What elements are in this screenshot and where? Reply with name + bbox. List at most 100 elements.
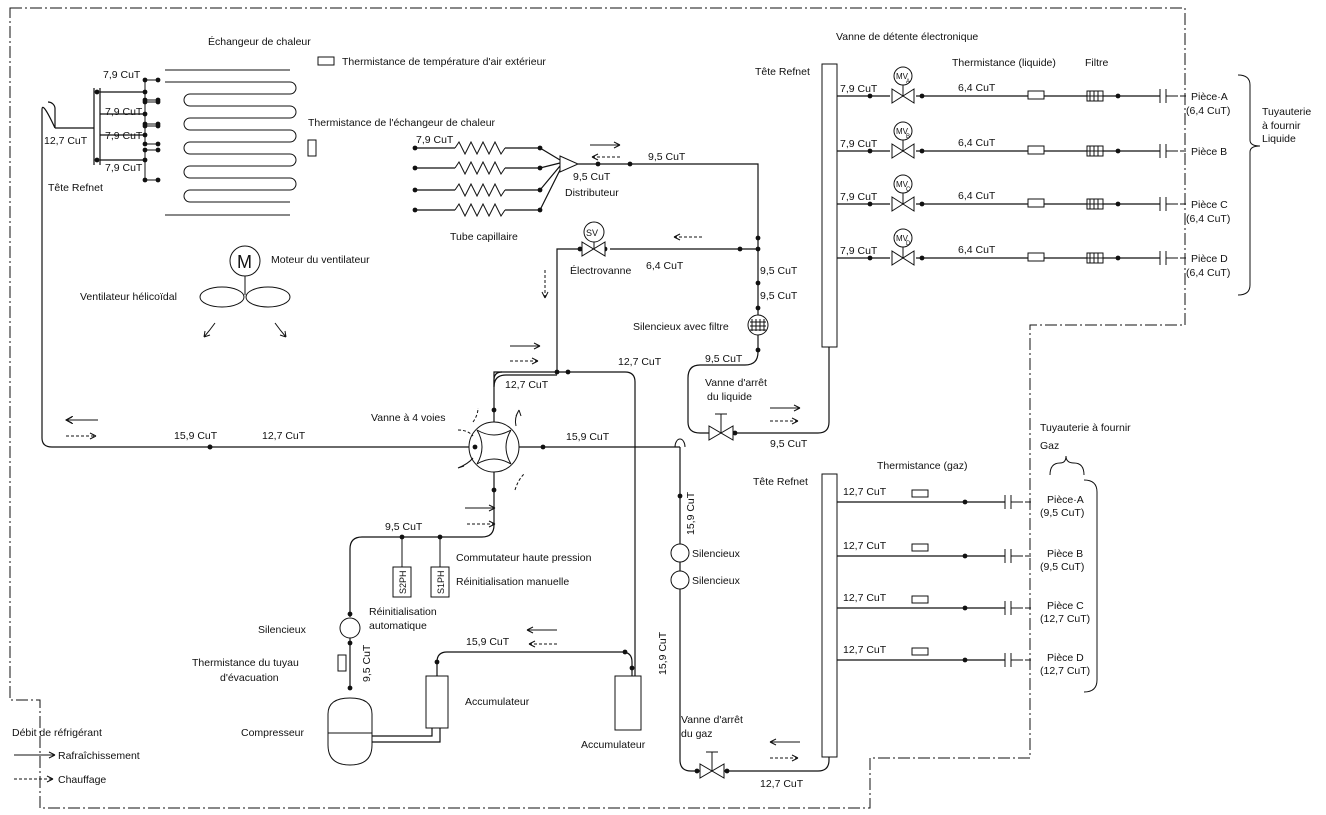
heat-exchanger: Échangeur de chaleur [165, 35, 311, 216]
solenoid-valve-coil [583, 221, 605, 243]
pipe-size-sv: 6,4 CuT [646, 260, 684, 272]
expansion-valve-coil [893, 121, 913, 141]
propeller-blade-right [245, 286, 291, 308]
gas-stop-valve-label-1: Vanne d'arrêt [681, 714, 743, 726]
gas-branch-rows: 12,7 CuT Pièce·A(9,5 CuT) 12,7 CuT Pièce B (… [837, 486, 1090, 677]
s1ph-label: S1PH [436, 570, 446, 594]
gas-thermistor [911, 489, 929, 498]
expansion-valve-coil [893, 174, 913, 194]
pipe-size-discharge: 9,5 CuT [385, 521, 423, 533]
expansion-valve-subscript: B [906, 134, 910, 140]
distributor-label: Distributeur [565, 187, 619, 199]
liquid-stop-valve-label-2: du liquide [707, 391, 752, 403]
sv-symbol: SV [586, 228, 598, 238]
pipe-size-gas-vert-2: 15,9 CuT [657, 631, 669, 675]
filter-mesh [1087, 253, 1103, 263]
pressure-switch-s1ph [430, 566, 450, 598]
gas-room-name: Pièce·A [1047, 494, 1084, 506]
s2ph-label: S2PH [398, 570, 408, 594]
gas-room-name: Pièce D [1047, 652, 1084, 664]
expansion-valve-label: Vanne de détente électronique [836, 31, 978, 43]
pipe-size-liquid-room: 6,4 CuT [958, 82, 996, 94]
expansion-valve-subscript: A [906, 79, 910, 85]
pipe-size-4way-top-1: 12,7 CuT [618, 356, 662, 368]
gas-piping-label-2: Gaz [1040, 440, 1059, 452]
outdoor-unit-boundary [9, 7, 1186, 809]
compressor [327, 697, 373, 766]
pipe-size-liquid-room: 6,4 CuT [958, 190, 996, 202]
filter-mesh [1087, 146, 1103, 156]
pipe-joint [1115, 201, 1121, 207]
accumulator-2-label: Accumulateur [581, 739, 646, 751]
pipe-joint [867, 255, 873, 261]
discharge-thermistor-label-1: Thermistance du tuyau [192, 657, 299, 669]
muffler-gas-2 [670, 570, 690, 590]
liquid-room-name: Pièce D [1191, 253, 1228, 265]
heat-exchanger-label: Échangeur de chaleur [208, 35, 311, 48]
expansion-valve-coil [893, 228, 913, 248]
expansion-valve-coil [893, 66, 913, 86]
expansion-valve-subscript: D [906, 241, 911, 247]
pipe-size-gas-to-refnet: 12,7 CuT [760, 778, 804, 790]
pipe-joint [962, 657, 968, 663]
gas-room-name: Pièce B [1047, 548, 1083, 560]
muffler-gas-1 [670, 543, 690, 563]
pipe-joint [867, 148, 873, 154]
pipe-joint [1115, 255, 1121, 261]
pipe-size-compressor-discharge: 9,5 CuT [361, 644, 373, 682]
pipe-joint [962, 553, 968, 559]
pipe-size-liquid-room: 6,4 CuT [958, 244, 996, 256]
liquid-thermistor [1027, 198, 1045, 208]
pipe-size-hx-main: 12,7 CuT [44, 135, 88, 147]
pipe-joint [867, 93, 873, 99]
gas-stop-valve-label-2: du gaz [681, 728, 713, 740]
gas-thermistor [911, 543, 929, 552]
pipe-size-capillary: 7,9 CuT [416, 134, 454, 146]
pipe-joint [962, 605, 968, 611]
auto-reset-label-2: automatique [369, 620, 427, 632]
gas-thermistor [911, 595, 929, 604]
liquid-thermistor [1027, 90, 1045, 100]
expansion-valve-subscript: C [906, 187, 911, 193]
outdoor-air-thermistor [317, 56, 335, 66]
thermistor-liquid-label: Thermistance (liquide) [952, 57, 1056, 69]
compressor-label: Compresseur [241, 727, 305, 739]
gas-room-size: (9,5 CuT) [1040, 507, 1084, 519]
pipe-size-liquid-branch: 7,9 CuT [840, 245, 878, 257]
pipe-joint [867, 201, 873, 207]
liquid-thermistor [1027, 252, 1045, 262]
left-refnet-head [55, 77, 161, 183]
flare-connection [1004, 601, 1023, 615]
solenoid-valve-label: Électrovanne [570, 264, 631, 277]
pipe-size-4way-right: 15,9 CuT [566, 431, 610, 443]
muffler-with-filter [747, 314, 769, 336]
muffler-right-label-2: Silencieux [692, 575, 741, 587]
pipe-size-gas-branch: 12,7 CuT [843, 540, 887, 552]
pipe-size-right-2: 9,5 CuT [760, 290, 798, 302]
auto-reset-label-1: Réinitialisation [369, 606, 437, 618]
pipe-joint [919, 255, 925, 261]
pipe-size-4way-top-2: 12,7 CuT [505, 379, 549, 391]
gas-piping-label-1: Tuyauterie à fournir [1040, 422, 1131, 434]
gas-room-size: (12,7 CuT) [1040, 613, 1090, 625]
pipe-size-right-1: 9,5 CuT [760, 265, 798, 277]
liquid-room-name: Pièce B [1191, 146, 1227, 158]
accumulator-1-label: Accumulateur [465, 696, 530, 708]
pipe-size-liquid-branch: 7,9 CuT [840, 83, 878, 95]
filter-mesh [1087, 91, 1103, 101]
pipe-size-accumulator: 15,9 CuT [466, 636, 510, 648]
legend-cooling-label: Rafraîchissement [58, 750, 140, 762]
liquid-room-name: Pièce C [1191, 199, 1228, 211]
pipe-size-liquid-out: 9,5 CuT [705, 353, 743, 365]
hx-thermistor-label: Thermistance de l'échangeur de chaleur [308, 117, 496, 129]
liquid-stop-valve-label-1: Vanne d'arrêt [705, 377, 767, 389]
four-way-valve-label: Vanne à 4 voies [371, 412, 446, 424]
flare-connection [1004, 495, 1023, 509]
pipe-size-gas-branch: 12,7 CuT [843, 592, 887, 604]
pipe-joint [1115, 148, 1121, 154]
legend-title: Débit de réfrigérant [12, 727, 102, 739]
filter-label: Filtre [1085, 57, 1108, 69]
liquid-piping-label-3: Liquide [1262, 133, 1296, 145]
pipe-size-main-2: 12,7 CuT [262, 430, 306, 442]
